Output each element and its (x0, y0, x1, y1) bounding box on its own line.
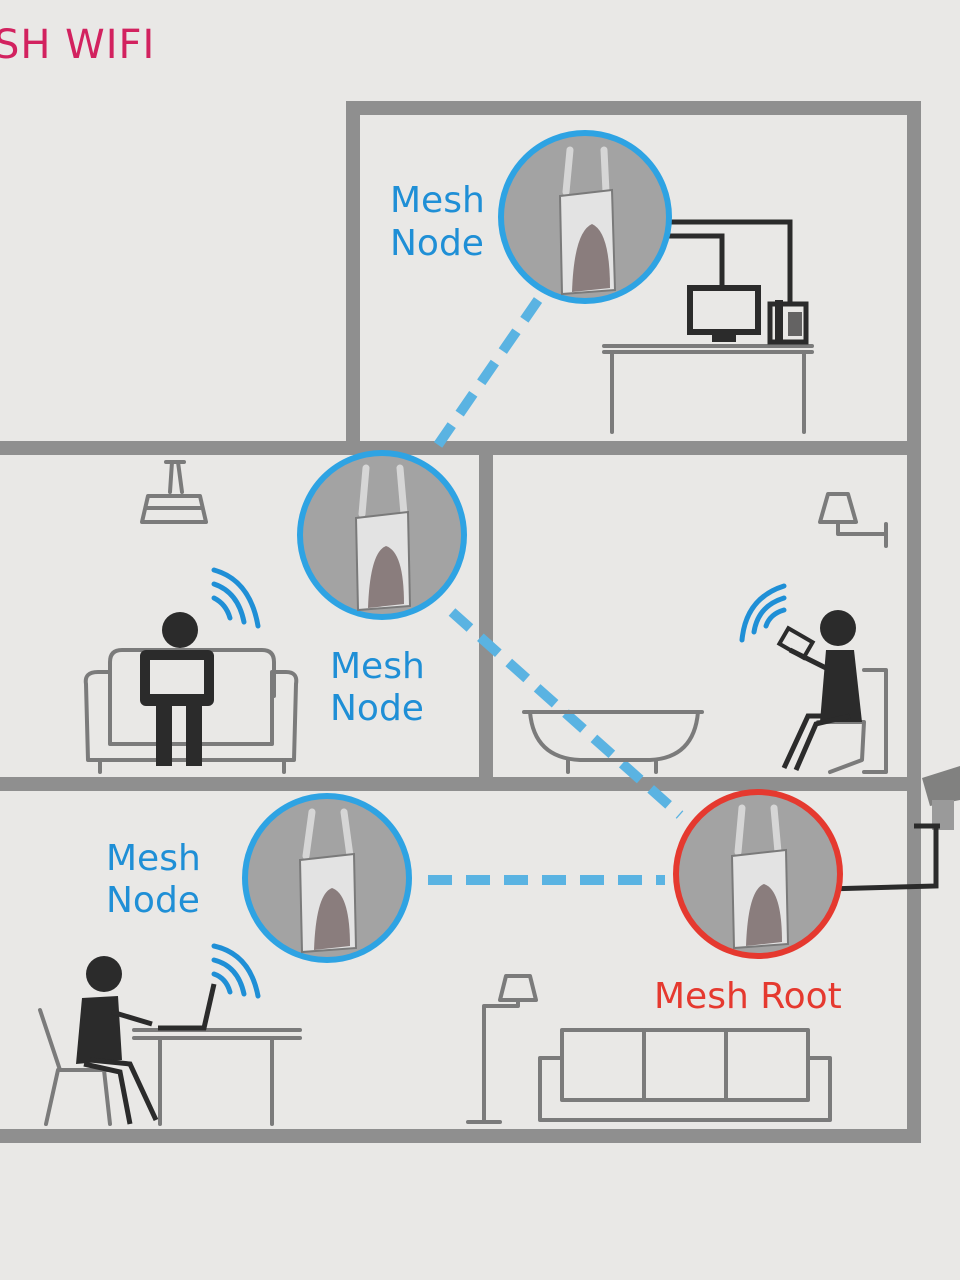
access-point-icon (354, 464, 412, 612)
floor-lamp-icon (466, 974, 538, 1124)
person-with-tablet-icon (776, 610, 862, 771)
wifi-signal-icon (739, 583, 787, 643)
root-label: Mesh Root (654, 976, 842, 1017)
node-label-top-1: Mesh (390, 180, 485, 221)
node-label-bottom-1: Mesh (106, 838, 201, 879)
node-label-middle-1: Mesh (330, 646, 425, 687)
couch-icon (538, 1028, 832, 1122)
mesh-links (428, 297, 684, 885)
access-point-icon (730, 804, 790, 950)
mesh-node-top (498, 130, 672, 304)
wifi-signal-icon (211, 567, 261, 629)
access-point-icon (298, 808, 358, 954)
phone-icon (767, 300, 809, 345)
chair-icon (38, 1008, 114, 1126)
modem-icon (789, 766, 960, 893)
node-label-top-2: Node (390, 223, 484, 264)
desk-icon (132, 1028, 302, 1126)
access-point-icon (558, 146, 617, 296)
section-heading: SH WIFI (0, 22, 155, 68)
person-at-laptop-icon (76, 956, 217, 1125)
node-label-bottom-2: Node (106, 880, 200, 921)
wifi-signal-icon (211, 943, 261, 999)
mesh-root (673, 789, 843, 959)
mesh-node-bottom (242, 793, 412, 963)
link-top-to-middle (433, 297, 543, 448)
mesh-node-middle (297, 450, 467, 620)
ground-floor-wall (0, 777, 921, 1143)
node-label-middle-2: Node (330, 688, 424, 729)
wall-lamp-icon (818, 492, 888, 548)
bathtub-icon (522, 710, 704, 774)
office-desk (602, 344, 814, 434)
person-with-laptop-icon (140, 612, 214, 766)
ceiling-lamp-icon (140, 460, 208, 524)
house-outline (0, 101, 921, 1143)
monitor-icon (687, 285, 761, 342)
